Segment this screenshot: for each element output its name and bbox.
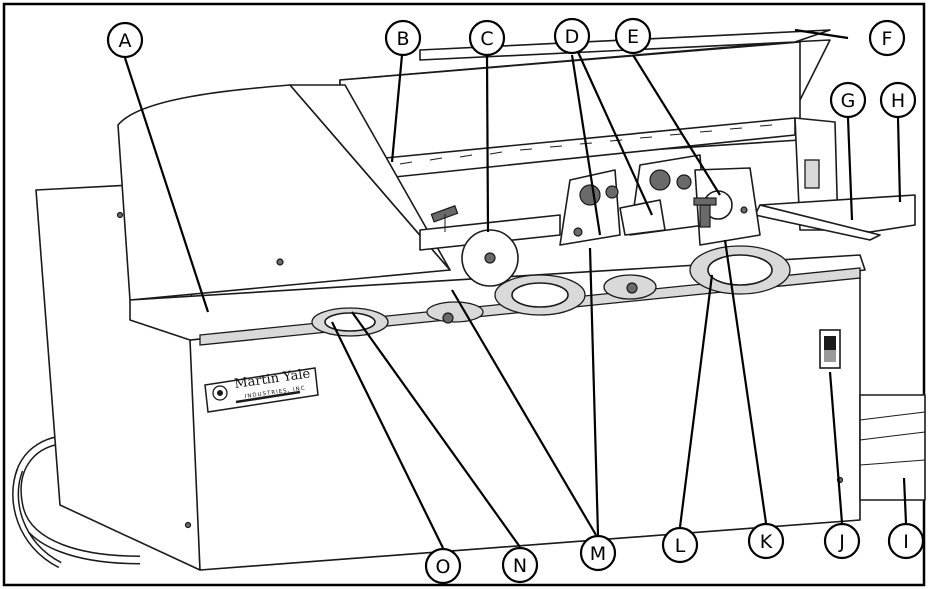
leader-g (846, 117, 854, 221)
callout-n: N (501, 546, 539, 584)
callout-d: D (553, 17, 591, 55)
callout-k: K (747, 522, 785, 560)
svg-text:G: G (841, 90, 856, 112)
callout-o: O (424, 547, 462, 585)
right-upright-slot (804, 159, 820, 189)
leader-o (331, 321, 444, 549)
leader-m2 (588, 247, 600, 536)
callout-b: B (384, 19, 422, 57)
svg-text:I: I (903, 531, 909, 553)
svg-text:K: K (760, 531, 773, 553)
leader-m1 (451, 289, 597, 536)
base-edge (199, 519, 861, 571)
leader-k (723, 239, 768, 524)
slitter-assembly-1 (559, 169, 621, 246)
svg-text:O: O (436, 556, 451, 578)
svg-text:A: A (119, 30, 132, 52)
svg-text:L: L (675, 535, 686, 557)
callout-e: E (614, 17, 652, 55)
callout-c: C (468, 19, 506, 57)
leader-f (794, 28, 849, 40)
callout-j: J (823, 522, 861, 560)
svg-text:J: J (838, 531, 845, 553)
svg-text:C: C (480, 28, 493, 50)
catch-tray (859, 394, 926, 501)
svg-text:N: N (513, 555, 527, 577)
callout-f: F (868, 19, 906, 57)
svg-text:H: H (891, 90, 905, 112)
leader-c (485, 55, 490, 233)
svg-text:D: D (565, 26, 580, 48)
svg-text:E: E (627, 26, 639, 48)
callout-m: M (579, 534, 617, 572)
left-cover-lip (289, 84, 451, 271)
svg-text:B: B (396, 28, 409, 50)
callout-a: A (106, 21, 144, 59)
svg-text:M: M (590, 543, 606, 565)
adjuster-unit (693, 167, 761, 246)
leader-h (896, 117, 902, 203)
callout-l: L (661, 526, 699, 564)
roller-set (311, 245, 791, 337)
leader-d2 (576, 51, 654, 216)
svg-text:F: F (882, 28, 893, 50)
power-switch (819, 329, 841, 369)
leader-l (678, 274, 714, 528)
leader-b (390, 54, 404, 163)
callout-h: H (879, 81, 917, 119)
callout-i: I (887, 522, 925, 560)
leader-a (123, 57, 210, 313)
leader-j (828, 371, 844, 524)
leader-i (902, 477, 908, 524)
leader-e (632, 54, 721, 196)
slitter-assembly-2 (619, 154, 706, 236)
callout-g: G (829, 81, 867, 119)
leader-lines (123, 28, 908, 549)
guide-roller (419, 205, 561, 287)
leader-n (351, 311, 521, 548)
leader-d1 (570, 54, 602, 236)
brand-logo-plate: Martin Yale INDUSTRIES, INC (204, 366, 319, 413)
